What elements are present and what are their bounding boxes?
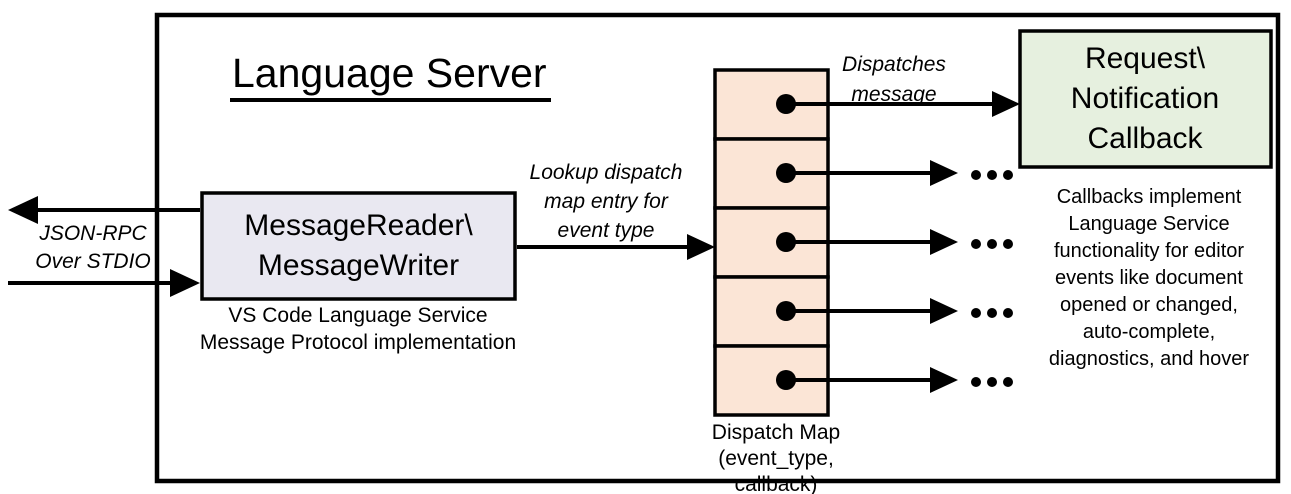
ellipsis-icon (971, 308, 1013, 318)
ellipsis-icon (971, 377, 1013, 387)
arrowhead-right-icon (992, 91, 1020, 117)
language-server-boundary (154, 12, 1281, 484)
arrowhead-right-icon (930, 229, 958, 255)
arrowhead-right-icon (687, 234, 715, 260)
diagram-title: Language Server (230, 50, 551, 102)
lookup-dispatch-label: Lookup dispatch map entry for event type (529, 161, 683, 242)
arrowhead-right-icon (930, 367, 958, 393)
arrowhead-right-icon (930, 298, 958, 324)
dispatch-arrow-5 (776, 367, 1013, 393)
message-reader-writer-label: MessageReader\ MessageWriter (244, 208, 473, 282)
ellipsis-icon (971, 170, 1013, 180)
arrowhead-right-icon (170, 269, 200, 297)
dispatch-arrow-4 (776, 298, 1013, 324)
dispatch-arrow-1 (776, 91, 1020, 117)
ellipsis-icon (971, 239, 1013, 249)
arrowhead-left-icon (8, 196, 38, 224)
reader-caption: VS Code Language Service Message Protoco… (199, 304, 517, 354)
callbacks-note: Callbacks implement Language Service fun… (1048, 186, 1250, 370)
request-notification-callback-box (1018, 29, 1273, 169)
message-reader-writer-box (200, 191, 517, 301)
stdio-in-arrow (8, 269, 200, 297)
dispatches-message-label: Dispatches message (842, 53, 946, 106)
dispatch-arrow-3 (776, 229, 1013, 255)
request-notification-callback-label: Request\ Notification Callback (1070, 41, 1220, 155)
dispatch-arrow-2 (776, 160, 1013, 186)
json-rpc-over-stdio-label: JSON-RPC Over STDIO (35, 222, 151, 273)
arrowhead-right-icon (930, 160, 958, 186)
stdio-out-arrow (8, 196, 200, 224)
dispatch-map-caption: Dispatch Map (event_type, callback) (711, 421, 841, 494)
lookup-arrow (517, 234, 715, 260)
